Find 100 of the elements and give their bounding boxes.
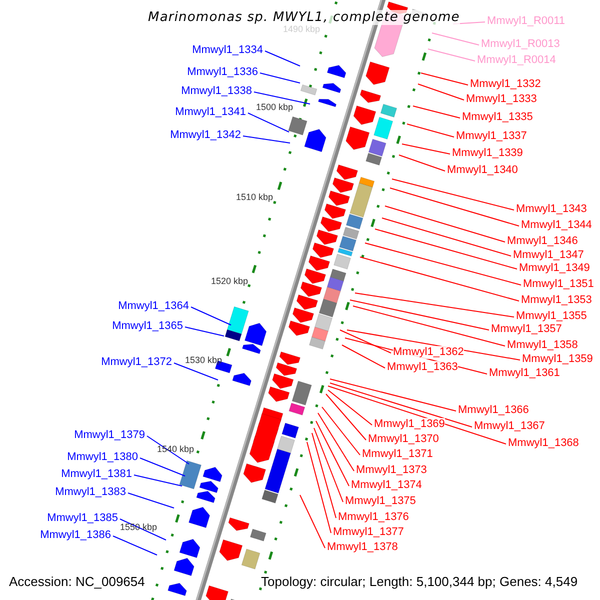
gene-label: Mmwyl1_1379: [74, 429, 145, 442]
leader-line: [184, 326, 224, 336]
leader-line: [316, 420, 350, 486]
gene-label: Mmwyl1_1367: [474, 420, 545, 433]
gene-label: Mmwyl1_1365: [112, 320, 183, 333]
gene-label: Mmwyl1_1332: [470, 78, 541, 91]
gene-label: Mmwyl1_1364: [118, 300, 189, 313]
gene-label: Mmwyl1_1335: [462, 111, 533, 124]
leader-line: [392, 178, 514, 210]
gene-label: Mmwyl1_1342: [170, 129, 241, 142]
leader-line: [140, 458, 186, 476]
gene-label: Mmwyl1_1377: [333, 526, 404, 539]
leader-line: [354, 292, 514, 318]
leader-line: [342, 344, 386, 368]
gene-label: Mmwyl1_1359: [522, 353, 593, 366]
gene-label: Mmwyl1_1385: [47, 512, 118, 525]
leader-line: [312, 432, 336, 518]
scale-label: 1550 kbp: [120, 522, 158, 532]
leader-line: [314, 428, 344, 502]
gene-label: Mmwyl1_1362: [393, 346, 464, 359]
scale-label: 1510 kbp: [236, 192, 274, 202]
leader-line: [120, 518, 166, 540]
gene-label: Mmwyl1_1337: [456, 130, 527, 143]
leader-line: [330, 378, 456, 412]
leader-line: [328, 390, 372, 426]
gene-label: Mmwyl1_1340: [447, 164, 518, 177]
leader-line: [248, 112, 290, 132]
leader-line: [340, 330, 392, 354]
leader-line: [384, 206, 506, 242]
gene-label: Mmwyl1_1361: [489, 367, 560, 380]
gene-label: Mmwyl1_1339: [452, 147, 523, 160]
scale-label: 1500 kbp: [256, 102, 294, 112]
gene-label: Mmwyl1_1368: [508, 437, 579, 450]
genome-summary: Topology: circular; Length: 5,100,344 bp; Genes: 4,549: [261, 574, 578, 589]
leader-line: [146, 436, 190, 464]
leader-line: [264, 50, 300, 66]
gene-label: Mmwyl1_1375: [345, 495, 416, 508]
gene-label: Mmwyl1_1369: [374, 418, 445, 431]
gene-label: Mmwyl1_1336: [187, 66, 258, 79]
gene-label: Mmwyl1_1376: [338, 511, 409, 524]
gene-label: Mmwyl1_1381: [61, 468, 132, 481]
leader-line: [398, 154, 446, 172]
leader-line: [374, 228, 518, 270]
gene-label: Mmwyl1_1351: [523, 278, 594, 291]
leader-line: [364, 242, 522, 286]
leader-line: [134, 474, 182, 486]
gene-label: Mmwyl1_1378: [327, 541, 398, 554]
leader-line: [318, 412, 354, 472]
accession-text: Accession: NC_009654: [9, 574, 145, 589]
leader-line: [328, 386, 506, 444]
leader-line: [418, 84, 464, 100]
leader-line: [306, 442, 332, 534]
gene-label: Mmwyl1_1358: [507, 339, 578, 352]
gene-label: Mmwyl1_1343: [516, 203, 587, 216]
leader-line: [406, 124, 454, 138]
leader-line: [326, 394, 366, 440]
gene-label: Mmwyl1_R0011: [487, 15, 566, 28]
gene-label: Mmwyl1_1366: [458, 404, 529, 417]
leader-line: [260, 72, 300, 84]
gene-label: Mmwyl1_R0014: [477, 54, 556, 67]
gene-label: Mmwyl1_1333: [466, 93, 537, 106]
leader-line: [412, 106, 460, 118]
leader-line: [174, 362, 218, 380]
gene-label: Mmwyl1_1383: [55, 486, 126, 499]
gene-label: Mmwyl1_1380: [67, 451, 138, 464]
leader-line: [190, 306, 232, 326]
gene-label: Mmwyl1_1334: [192, 44, 263, 57]
leader-line: [112, 536, 158, 556]
gene-label: Mmwyl1_1370: [368, 433, 439, 446]
gene-label: Mmwyl1_1374: [351, 479, 422, 492]
gene-label: Mmwyl1_1341: [175, 106, 246, 119]
gene-label: Mmwyl1_1373: [356, 464, 427, 477]
gene-label: Mmwyl1_1355: [516, 310, 587, 323]
leader-line: [390, 188, 520, 226]
gene-label: Mmwyl1_1346: [507, 235, 578, 248]
leader-line: [402, 144, 450, 154]
gene-label: Mmwyl1_1344: [521, 219, 592, 232]
leader-line: [330, 382, 472, 428]
leader-line: [322, 406, 360, 456]
gene-label: Mmwyl1_1347: [513, 249, 584, 262]
scale-label: 1520 kbp: [211, 276, 248, 286]
gene-label: Mmwyl1_1363: [387, 361, 458, 374]
leader-line: [254, 92, 310, 104]
leader-line: [432, 32, 480, 46]
leader-line: [428, 48, 476, 62]
leader-line: [242, 136, 290, 144]
gene-label: Mmwyl1_1353: [521, 294, 592, 307]
leader-line: [300, 494, 326, 548]
leader-line: [382, 218, 512, 256]
leader-line: [360, 256, 520, 302]
leader-line: [128, 492, 174, 508]
leader-line: [420, 72, 468, 86]
gene-label: Mmwyl1_1372: [101, 356, 172, 369]
scale-label: 1530 kbp: [185, 355, 222, 365]
gene-label: Mmwyl1_1338: [181, 85, 252, 98]
gene-label: Mmwyl1_1386: [40, 529, 111, 542]
leader-line: [352, 306, 506, 346]
gene-label: Mmwyl1_1349: [519, 262, 590, 275]
gene-label: Mmwyl1_1371: [362, 448, 433, 461]
gene-label: Mmwyl1_1357: [491, 323, 562, 336]
